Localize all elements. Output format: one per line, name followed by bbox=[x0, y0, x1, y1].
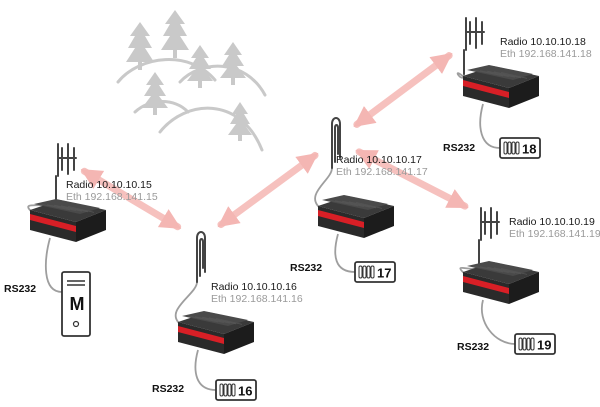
meter-icon: 17 bbox=[354, 261, 396, 283]
rs232-cable bbox=[194, 349, 217, 391]
radio-address-label: Radio 10.10.10.18 bbox=[500, 36, 586, 48]
rs232-cable bbox=[479, 103, 501, 149]
antenna-cable bbox=[314, 167, 333, 209]
computer-tower-icon: M bbox=[61, 271, 91, 337]
eth-address-label: Eth 192.168.141.19 bbox=[509, 228, 600, 240]
rs232-cable bbox=[480, 299, 516, 345]
device-id-label: 16 bbox=[238, 384, 252, 399]
radio-address-label: Radio 10.10.10.16 bbox=[211, 281, 297, 293]
rs232-label: RS232 bbox=[457, 341, 489, 353]
radio-address-label: Radio 10.10.10.17 bbox=[336, 154, 422, 166]
rs232-label: RS232 bbox=[443, 142, 475, 154]
tree-icon bbox=[142, 72, 168, 115]
tree-icon bbox=[228, 102, 252, 141]
rs232-label: RS232 bbox=[4, 283, 36, 295]
radio-router-icon bbox=[463, 261, 539, 304]
rs232-label: RS232 bbox=[152, 383, 184, 395]
rs232-cable bbox=[45, 237, 63, 293]
tree-icon bbox=[161, 10, 189, 58]
antenna-cable bbox=[174, 281, 198, 325]
radio-link-arrow bbox=[353, 52, 453, 128]
eth-address-label: Eth 192.168.141.18 bbox=[500, 48, 592, 60]
eth-address-label: Eth 192.168.141.16 bbox=[211, 293, 303, 305]
tree-icon bbox=[126, 22, 154, 70]
omni-antenna-icon bbox=[196, 231, 206, 283]
rs232-cable bbox=[334, 233, 356, 273]
hill-outline bbox=[178, 64, 267, 97]
radio-router-icon bbox=[30, 199, 106, 242]
yagi-antenna-icon bbox=[463, 17, 485, 75]
radio-link-arrow bbox=[80, 167, 182, 231]
meter-icon: 16 bbox=[215, 379, 257, 401]
hill-outline bbox=[158, 106, 264, 152]
radio-links bbox=[80, 52, 469, 231]
radio-link-arrow bbox=[217, 151, 319, 229]
device-id-label: M bbox=[70, 294, 85, 314]
radio-router-icon bbox=[318, 195, 394, 238]
meter-icon: 19 bbox=[514, 333, 556, 355]
omni-antenna-icon bbox=[331, 117, 341, 169]
rs232-label: RS232 bbox=[290, 262, 322, 274]
eth-address-label: Eth 192.168.141.17 bbox=[336, 166, 428, 178]
tree-icon bbox=[187, 45, 213, 88]
eth-address-label: Eth 192.168.141.15 bbox=[66, 191, 158, 203]
radio-link-arrow bbox=[355, 148, 469, 210]
radio-address-label: Radio 10.10.10.19 bbox=[509, 216, 595, 228]
forest-scenery bbox=[116, 58, 267, 152]
radio-router-icon bbox=[178, 311, 254, 354]
radio-address-label: Radio 10.10.10.15 bbox=[66, 179, 152, 191]
tree-icon bbox=[220, 42, 246, 85]
device-id-label: 17 bbox=[377, 266, 391, 281]
device-id-label: 18 bbox=[522, 142, 536, 157]
tree-group bbox=[126, 10, 252, 141]
yagi-antenna-icon bbox=[478, 207, 500, 265]
device-id-label: 19 bbox=[537, 338, 551, 353]
yagi-antenna-icon bbox=[55, 143, 77, 201]
radio-router-icon bbox=[463, 65, 539, 108]
meter-icon: 18 bbox=[499, 137, 541, 159]
